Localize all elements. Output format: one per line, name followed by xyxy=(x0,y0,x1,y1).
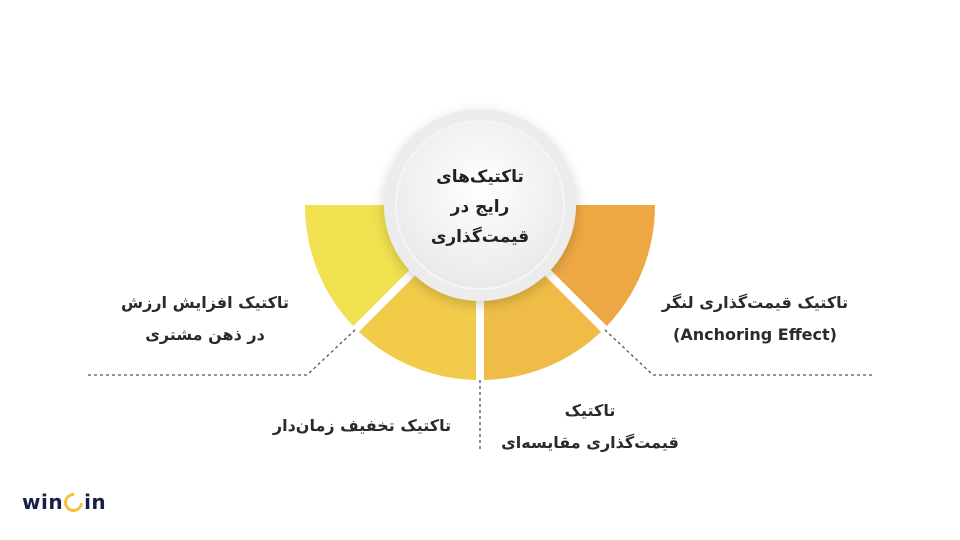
tactic-left-line-1: تاکتیک افزایش ارزش xyxy=(121,293,289,312)
tactic-label-bottom-right: تاکتیک قیمت‌گذاری مقایسه‌ای xyxy=(490,395,690,459)
coin-icon xyxy=(60,488,87,516)
tactic-label-bottom-left: تاکتیک تخفیف زمان‌دار xyxy=(262,410,462,442)
tactic-bottom-left-line-1: تاکتیک تخفیف زمان‌دار xyxy=(272,416,452,435)
connector-right xyxy=(603,328,872,376)
tactic-bottom-right-line-1: تاکتیک xyxy=(564,401,616,420)
connector-lines xyxy=(88,328,872,452)
center-circle xyxy=(395,120,565,290)
center-title-line-1: تاکتیک‌های xyxy=(436,167,524,187)
tactic-right-line-1: تاکتیک قیمت‌گذاری لنگر xyxy=(661,293,849,312)
tactic-right-line-2: (Anchoring Effect) xyxy=(673,325,837,344)
wincoin-logo: win in xyxy=(22,488,107,516)
logo-text-end: in xyxy=(84,490,107,514)
tactic-label-left: تاکتیک افزایش ارزش در ذهن مشتری xyxy=(105,287,305,351)
logo-text-start: win xyxy=(22,490,64,514)
connector-left xyxy=(88,328,357,376)
tactic-bottom-right-line-2: قیمت‌گذاری مقایسه‌ای xyxy=(501,433,679,452)
tactic-label-right: تاکتیک قیمت‌گذاری لنگر (Anchoring Effect… xyxy=(650,287,860,351)
center-title: تاکتیک‌های رایج در قیمت‌گذاری xyxy=(410,152,550,262)
tactic-left-line-2: در ذهن مشتری xyxy=(145,325,265,344)
center-title-line-3: قیمت‌گذاری xyxy=(430,227,530,247)
center-title-line-2: رایج در xyxy=(450,197,510,217)
